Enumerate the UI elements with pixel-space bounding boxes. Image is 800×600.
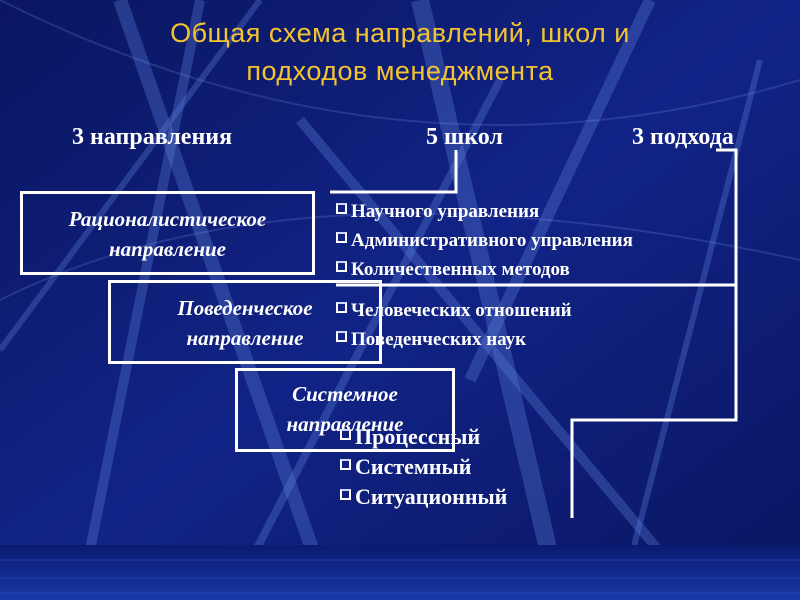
direction-label-line1: Поведенческое <box>177 296 313 320</box>
checkbox-bullet-icon <box>336 232 347 243</box>
checkbox-bullet-icon <box>336 302 347 313</box>
schools-list: Научного управления Административного уп… <box>336 197 633 354</box>
approaches-list: Процессный Системный Ситуационный <box>340 422 507 512</box>
approach-label: Системный <box>355 454 472 479</box>
approach-label: Ситуационный <box>355 484 508 509</box>
direction-label-line2: направление <box>109 237 226 261</box>
checkbox-bullet-icon <box>336 203 347 214</box>
direction-label-line2: направление <box>286 412 404 436</box>
list-item: Человеческих отношений <box>336 296 633 325</box>
schools-heading: 5 школ <box>426 124 503 150</box>
direction-box-rationalist: Рационалистическое направление <box>20 191 315 275</box>
list-item: Ситуационный <box>340 482 507 512</box>
list-item: Поведенческих наук <box>336 325 633 354</box>
list-item: Количественных методов <box>336 255 633 284</box>
title-line-1: Общая схема направлений, школ и <box>170 18 630 48</box>
checkbox-bullet-icon <box>340 428 351 440</box>
checkbox-bullet-icon <box>340 488 351 500</box>
direction-label-line2: направление <box>186 326 304 350</box>
approaches-heading: 3 подхода <box>632 124 734 150</box>
direction-box-behavioral: Поведенческое направление <box>108 280 382 364</box>
direction-label-line1: Рационалистическое <box>68 207 267 231</box>
direction-label-line1: Системное <box>292 382 398 406</box>
checkbox-bullet-icon <box>340 458 351 470</box>
school-label: Количественных методов <box>351 258 570 280</box>
list-item: Процессный <box>340 422 507 452</box>
direction-box-systemic: Системное направление <box>235 368 455 452</box>
checkbox-bullet-icon <box>336 331 347 342</box>
school-label: Поведенческих наук <box>351 328 527 350</box>
list-item: Административного управления <box>336 226 633 255</box>
slide-title: Общая схема направлений, школ и подходов… <box>60 14 740 90</box>
list-item: Научного управления <box>336 197 633 226</box>
school-label: Административного управления <box>351 229 633 251</box>
school-label: Научного управления <box>351 200 540 222</box>
title-line-2: подходов менеджмента <box>246 56 554 86</box>
list-item: Системный <box>340 452 507 482</box>
directions-heading: 3 направления <box>72 124 233 150</box>
approach-label: Процессный <box>355 424 481 449</box>
school-label: Человеческих отношений <box>351 299 572 321</box>
checkbox-bullet-icon <box>336 261 347 272</box>
